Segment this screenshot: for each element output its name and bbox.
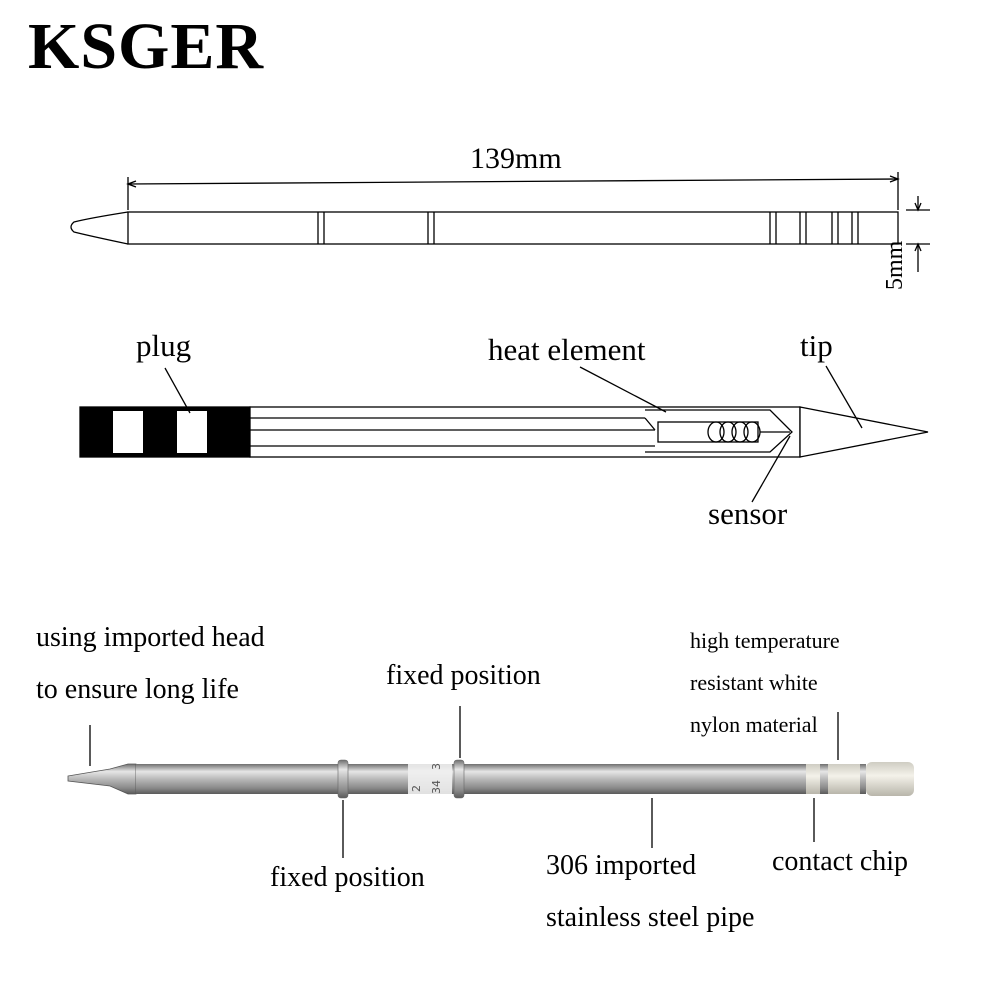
cross-section-drawing [79,365,929,503]
nylon-band [828,764,860,794]
heat-element-housing [645,409,793,453]
label-band [408,764,452,794]
pipe-label-line1: 306 imported [546,850,697,881]
tip-leader [825,365,863,429]
soldering-tip-illustration: 2 34 3 [67,706,914,858]
pipe-label-line2: stainless steel pipe [546,902,755,933]
nylon-end-cap [866,762,914,796]
tip-head [67,763,137,795]
nylon-label-line3: nylon material [690,712,818,737]
outline-tip [70,211,129,245]
fixed-position-bottom-label: fixed position [270,862,425,893]
nylon-label-line2: resistant white [690,670,818,695]
steel-pipe [136,764,806,794]
brand-logo: KSGER [28,10,265,83]
fixed-position-top-label: fixed position [386,660,541,691]
tip-cone [799,406,929,458]
tip-label: tip [800,328,833,363]
sensor-label: sensor [708,496,788,531]
heat-element-label: heat element [488,332,646,367]
contact-chip-label: contact chip [772,846,909,877]
plug-label: plug [136,328,192,363]
ring-fixed-position-2 [453,759,465,799]
sensor-leader [751,435,791,503]
nylon-label-line1: high temperature [690,628,840,653]
plug-block [79,406,251,458]
head-label-line2: to ensure long life [36,674,239,705]
diameter-dimension-label: 5mm [882,240,908,290]
plug-window-2 [177,411,207,453]
plug-window-1 [113,411,143,453]
dimension-arrow-left [126,180,137,188]
contact-chip-band [806,764,820,794]
contact-chip-ring [820,764,828,794]
ring-fixed-position-1 [337,759,349,799]
outline-drawing [70,172,930,272]
band-marking-3: 3 [430,763,443,770]
outline-body [127,211,899,245]
band-marking-34: 34 [430,780,443,794]
band-marking-2: 2 [410,785,423,792]
head-label-line1: using imported head [36,622,265,653]
plug-leader [164,367,191,414]
length-dimension-line [127,178,899,185]
length-dimension-label: 139mm [470,142,562,175]
dimension-arrow-right [889,175,900,183]
heat-element-leader [579,366,667,413]
